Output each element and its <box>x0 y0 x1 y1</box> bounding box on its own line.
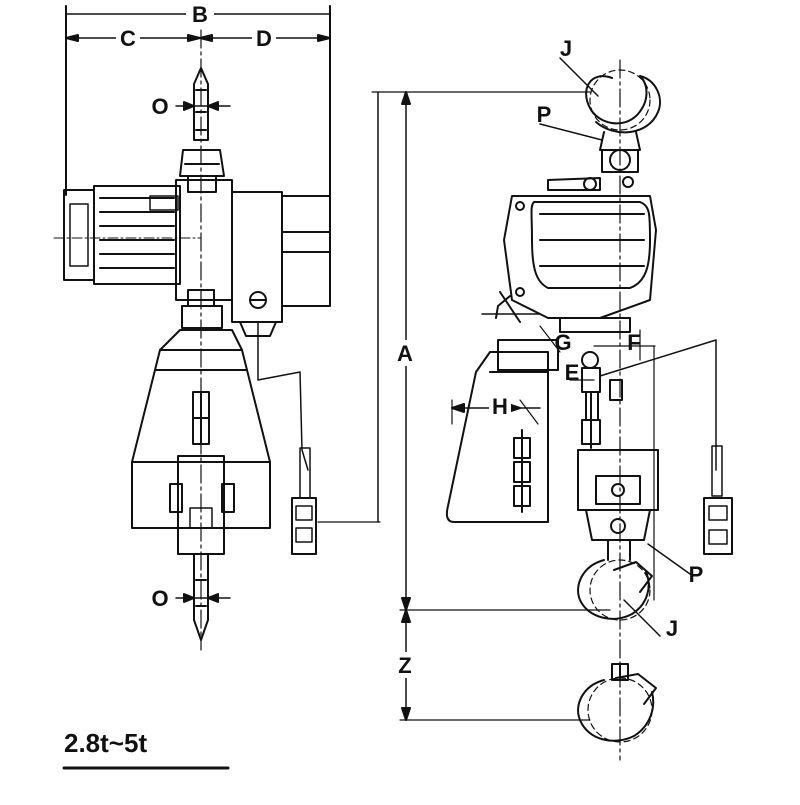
label-p-bottom: P <box>689 562 704 587</box>
pendant-switch-right <box>703 445 733 555</box>
hook-lowest-position <box>577 663 657 743</box>
label-d: D <box>256 26 272 51</box>
label-j-bottom: J <box>666 616 678 641</box>
upper-spindle <box>193 67 209 141</box>
front-view: J P G F <box>445 36 733 761</box>
load-chain-front <box>581 351 623 449</box>
suspension-frame <box>179 149 225 177</box>
label-f: F <box>627 330 640 355</box>
label-c: C <box>120 26 136 51</box>
hoist-body-front <box>481 176 657 333</box>
dimension-o-bottom <box>175 593 231 603</box>
capacity-caption: 2.8t~5t <box>64 728 147 758</box>
label-p-top: P <box>537 102 552 127</box>
label-o-top: O <box>151 94 168 119</box>
top-hook <box>585 69 661 173</box>
chain-bucket-front <box>445 339 559 523</box>
dimension-z <box>399 609 591 721</box>
motor <box>53 185 201 285</box>
dimension-bcd <box>65 5 331 196</box>
label-j-top: J <box>560 36 572 61</box>
label-e: E <box>565 360 580 385</box>
pendant-switch-left <box>291 447 317 555</box>
label-b: B <box>192 2 208 27</box>
lower-hook <box>577 539 653 621</box>
lower-spindle <box>193 553 209 641</box>
label-o-bottom: O <box>151 586 168 611</box>
bottom-block-front <box>577 449 659 541</box>
chain-links-side <box>192 391 210 445</box>
gearbox <box>175 175 331 337</box>
label-z: Z <box>398 653 411 678</box>
pendant-cable-left <box>257 321 309 471</box>
label-a: A <box>397 341 413 366</box>
label-h: H <box>492 394 508 419</box>
pendant-cable-right <box>599 339 717 471</box>
side-view: B C D O <box>53 2 611 721</box>
dimension-o-top <box>175 101 231 111</box>
